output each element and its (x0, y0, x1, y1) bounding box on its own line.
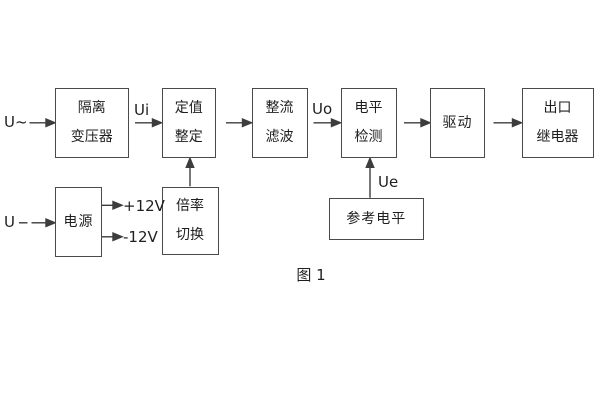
block-label: 驱动 (442, 114, 473, 131)
arrow-rectifier-to-level (313, 118, 343, 128)
block-driver: 驱动 (430, 88, 485, 158)
block-rectifier-filter: 整流 滤波 (251, 88, 308, 158)
signal-label-u-dc: U (4, 213, 15, 231)
block-output-relay: 出口 继电器 (521, 88, 594, 158)
block-label: 电平 (354, 99, 383, 116)
signal-label-u-ac: U~ (4, 113, 28, 131)
block-label: 整定 (174, 128, 203, 145)
block-label: 变压器 (70, 128, 113, 145)
block-label: 检测 (354, 128, 383, 145)
block-label: 参考电平 (346, 211, 407, 227)
arrow-reference-to-level (365, 156, 375, 198)
arrow-udc-to-power (19, 218, 57, 228)
arrow-setting-to-rectifier (226, 118, 254, 128)
signal-label-ui: Ui (134, 101, 150, 119)
block-label: 整流 (265, 99, 294, 116)
block-label: 电源 (63, 213, 94, 230)
block-reference-level: 参考电平 (329, 198, 424, 240)
arrow-power-minus12 (101, 232, 124, 242)
block-label: 切换 (176, 226, 204, 243)
figure-caption: 图 1 (296, 266, 326, 284)
block-label: 隔离 (77, 99, 106, 116)
arrow-uac-to-transformer (29, 118, 57, 128)
block-label: 出口 (543, 99, 572, 116)
block-isolation-transformer: 隔离 变压器 (55, 88, 129, 158)
arrow-power-plus12 (101, 200, 124, 211)
arrow-transformer-to-setting (135, 118, 164, 128)
arrow-ratio-to-setting (185, 156, 195, 187)
block-power-supply: 电源 (55, 186, 102, 257)
arrow-level-to-driver (404, 118, 432, 128)
rail-label-plus-12v: +12V (123, 196, 165, 215)
block-setting-adjustment: 定值 整定 (161, 88, 216, 158)
block-label: 滤波 (265, 128, 294, 145)
arrow-driver-to-relay (493, 118, 524, 128)
block-level-detection: 电平 检测 (340, 88, 397, 158)
rail-label-minus-12v: -12V (123, 227, 158, 246)
block-label: 倍率 (176, 197, 204, 214)
block-label: 定值 (174, 99, 203, 116)
block-ratio-switch: 倍率 切换 (161, 186, 219, 255)
block-label: 继电器 (536, 128, 579, 145)
signal-label-uo: Uo (312, 100, 333, 118)
signal-label-ue: Ue (378, 173, 399, 191)
